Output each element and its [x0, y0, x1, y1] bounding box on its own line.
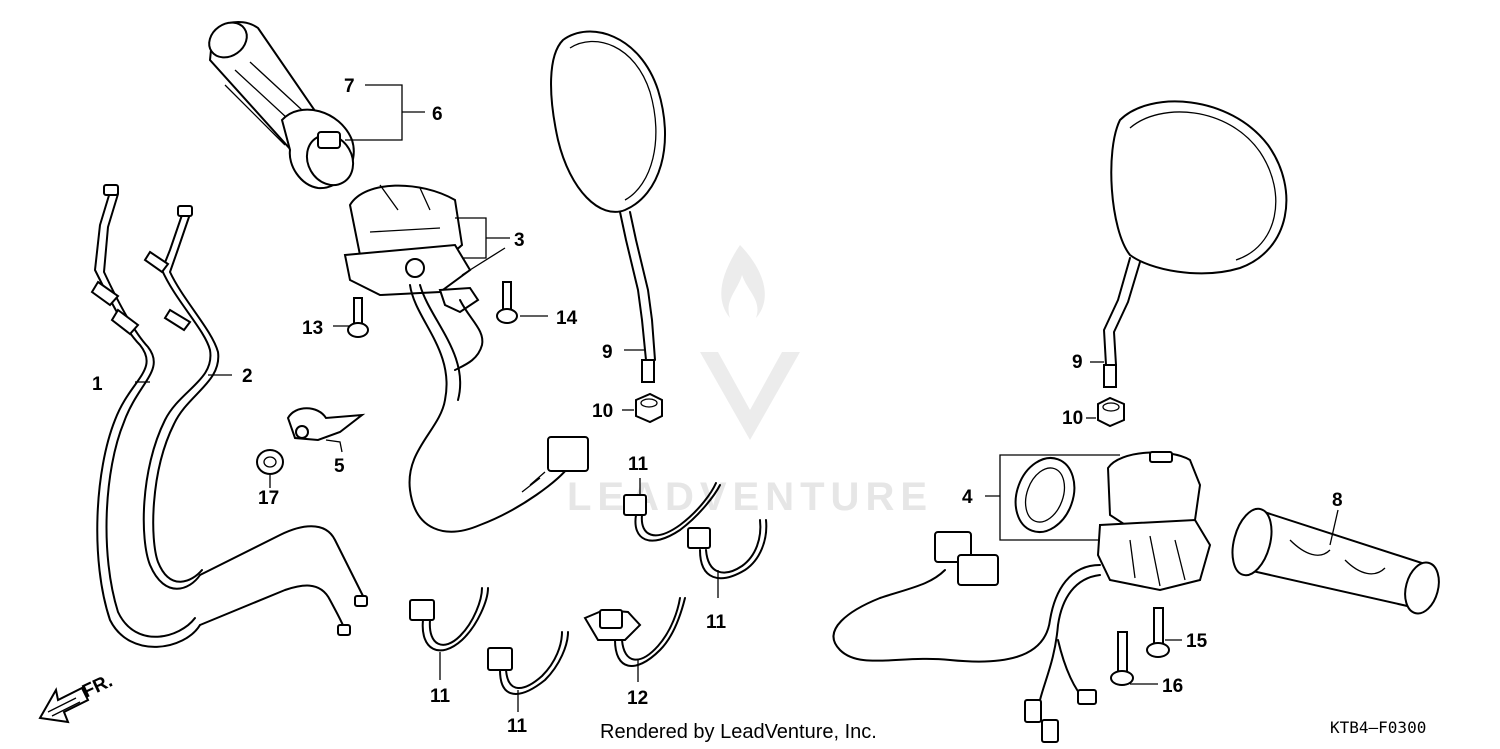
callout-10-left: 10: [592, 401, 613, 422]
throttle-cables[interactable]: [90, 184, 368, 648]
right-grip[interactable]: [1226, 504, 1444, 617]
callout-13: 13: [302, 318, 323, 339]
cable-clamp-5[interactable]: [286, 407, 366, 442]
callout-5: 5: [334, 456, 345, 477]
screw-16[interactable]: [1110, 631, 1134, 686]
left-mirror[interactable]: [550, 30, 666, 383]
callout-11-top: 11: [628, 454, 649, 475]
footer-credit: Rendered by LeadVenture, Inc.: [600, 721, 877, 743]
callout-9-left: 9: [602, 342, 613, 363]
callout-17: 17: [258, 488, 279, 509]
right-switch-connector-b: [957, 554, 999, 586]
callout-10-right: 10: [1062, 408, 1083, 429]
callout-6: 6: [432, 104, 443, 125]
left-switch-connector: [547, 436, 589, 472]
callout-4: 4: [962, 487, 973, 508]
front-arrow-icon: [38, 686, 90, 724]
right-switch-wire: [832, 564, 1101, 663]
screw-14[interactable]: [496, 281, 518, 324]
callout-9-right: 9: [1072, 352, 1083, 373]
harness-11-right[interactable]: [687, 519, 768, 580]
callout-15: 15: [1186, 631, 1208, 652]
screw-13[interactable]: [347, 297, 369, 338]
callout-8: 8: [1332, 490, 1343, 511]
diagram-code: KTB4—F0300: [1330, 718, 1426, 737]
callout-11-right: 11: [706, 612, 727, 633]
harness-11-bottom[interactable]: [487, 631, 569, 695]
front-arrow: FR.: [38, 671, 116, 724]
left-mirror-nut-10[interactable]: [635, 392, 663, 424]
callout-leaders: [135, 84, 1339, 712]
right-switch-housing[interactable]: [1096, 451, 1212, 592]
harness-12[interactable]: [583, 597, 686, 667]
callout-11-bottom-left: 11: [430, 686, 451, 707]
right-mirror-nut-10[interactable]: [1097, 396, 1125, 428]
callout-12: 12: [627, 688, 648, 709]
harness-11-bottom-left[interactable]: [409, 587, 489, 652]
right-mirror[interactable]: [1103, 100, 1288, 388]
callout-7: 7: [344, 76, 355, 97]
nut-17[interactable]: [256, 449, 284, 475]
callout-3: 3: [514, 230, 525, 251]
left-switch-wire: [408, 284, 571, 533]
callout-11-bottom: 11: [507, 716, 528, 737]
callout-14: 14: [556, 308, 578, 329]
right-switch-ring[interactable]: [1006, 450, 1085, 541]
throttle-grip[interactable]: [202, 15, 362, 193]
watermark-text: LEADVENTURE: [567, 475, 933, 519]
callout-16: 16: [1162, 676, 1183, 697]
leadventure-watermark: LEADVENTURE: [567, 245, 933, 519]
screw-15[interactable]: [1146, 607, 1170, 658]
callout-1: 1: [92, 374, 103, 395]
harness-11-top[interactable]: [623, 482, 721, 542]
callout-2: 2: [242, 366, 253, 387]
